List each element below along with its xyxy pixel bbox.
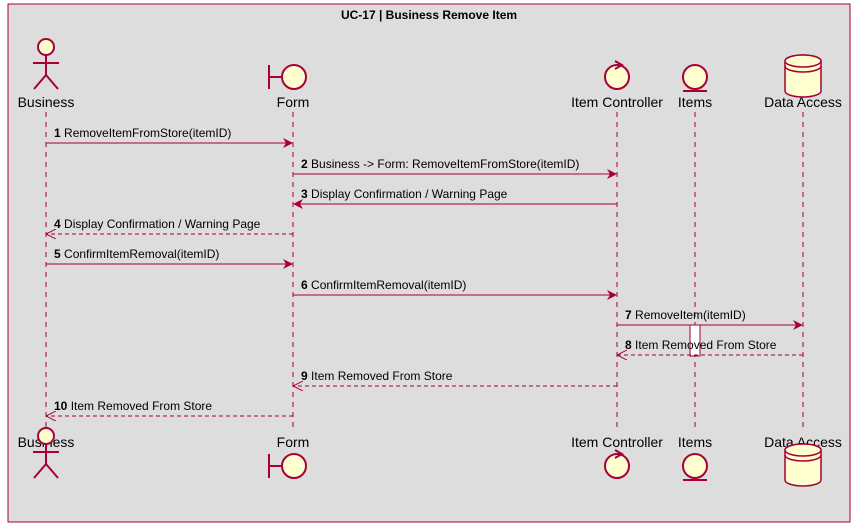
message-3: 3 Display Confirmation / Warning Page (293, 187, 617, 209)
entity-icon (682, 64, 708, 92)
message-text: Item Removed From Store (71, 399, 213, 413)
participant-form-top: Form (268, 64, 310, 110)
message-label: 10 Item Removed From Store (54, 399, 212, 413)
message-text: Item Removed From Store (311, 369, 453, 383)
participant-controller-top: Item Controller (571, 60, 663, 110)
message-number: 3 (301, 187, 308, 201)
participant-label: Item Controller (571, 94, 663, 110)
message-number: 8 (625, 338, 632, 352)
participant-items-bottom: Items (678, 434, 712, 481)
diagram-frame (7, 3, 851, 523)
message-text: ConfirmItemRemoval(itemID) (64, 247, 219, 261)
participant-business-top: Business (18, 38, 75, 110)
actor-icon (33, 38, 59, 90)
message-label: 8 Item Removed From Store (625, 338, 777, 352)
message-label: 3 Display Confirmation / Warning Page (301, 187, 508, 201)
message-8: 8 Item Removed From Store (618, 338, 803, 355)
message-text: Display Confirmation / Warning Page (311, 187, 508, 201)
participant-data-top: Data Access (764, 54, 842, 110)
message-number: 10 (54, 399, 68, 413)
participant-label: Business (18, 94, 75, 110)
message-text: Business -> Form: RemoveItemFromStore(it… (311, 157, 579, 171)
message-4: 4 Display Confirmation / Warning Page (47, 217, 293, 234)
actor-icon (33, 427, 59, 479)
message-text: Display Confirmation / Warning Page (64, 217, 261, 231)
database-icon (784, 54, 822, 98)
message-number: 4 (54, 217, 61, 231)
message-6: 6 ConfirmItemRemoval(itemID) (293, 278, 617, 300)
message-number: 2 (301, 157, 308, 171)
participant-label: Data Access (764, 434, 842, 450)
message-10: 10 Item Removed From Store (47, 399, 293, 416)
participant-label: Item Controller (571, 434, 663, 450)
participant-label: Form (277, 94, 310, 110)
database-icon (784, 443, 822, 487)
message-number: 7 (625, 308, 632, 322)
message-label: 7 RemoveItem(itemID) (625, 308, 746, 322)
message-text: Item Removed From Store (635, 338, 777, 352)
message-1: 1 RemoveItemFromStore(itemID) (46, 126, 293, 148)
participant-label: Form (277, 434, 310, 450)
participant-controller-bottom: Item Controller (571, 434, 663, 479)
control-icon (604, 449, 630, 479)
boundary-icon (268, 453, 307, 479)
message-label: 5 ConfirmItemRemoval(itemID) (54, 247, 219, 261)
boundary-icon (268, 64, 307, 90)
participant-label: Items (678, 434, 712, 450)
message-label: 1 RemoveItemFromStore(itemID) (54, 126, 231, 140)
diagram-title: UC-17 | Business Remove Item (341, 8, 517, 22)
message-9: 9 Item Removed From Store (294, 369, 617, 386)
message-7: 7 RemoveItem(itemID) (617, 308, 803, 330)
message-text: RemoveItemFromStore(itemID) (64, 126, 231, 140)
participant-data-bottom: Data Access (764, 434, 842, 487)
entity-icon (682, 453, 708, 481)
message-number: 1 (54, 126, 61, 140)
participant-label: Items (678, 94, 712, 110)
message-label: 6 ConfirmItemRemoval(itemID) (301, 278, 466, 292)
participant-label: Data Access (764, 94, 842, 110)
participant-form-bottom: Form (268, 434, 310, 479)
message-2: 2 Business -> Form: RemoveItemFromStore(… (293, 157, 617, 179)
message-label: 2 Business -> Form: RemoveItemFromStore(… (301, 157, 579, 171)
message-text: ConfirmItemRemoval(itemID) (311, 278, 466, 292)
message-text: RemoveItem(itemID) (635, 308, 746, 322)
participant-business-bottom: Business (18, 427, 74, 479)
control-icon (604, 60, 630, 90)
message-number: 6 (301, 278, 308, 292)
message-5: 5 ConfirmItemRemoval(itemID) (46, 247, 293, 269)
message-number: 9 (301, 369, 308, 383)
message-label: 4 Display Confirmation / Warning Page (54, 217, 261, 231)
message-number: 5 (54, 247, 61, 261)
participant-items-top: Items (678, 64, 712, 110)
message-label: 9 Item Removed From Store (301, 369, 453, 383)
